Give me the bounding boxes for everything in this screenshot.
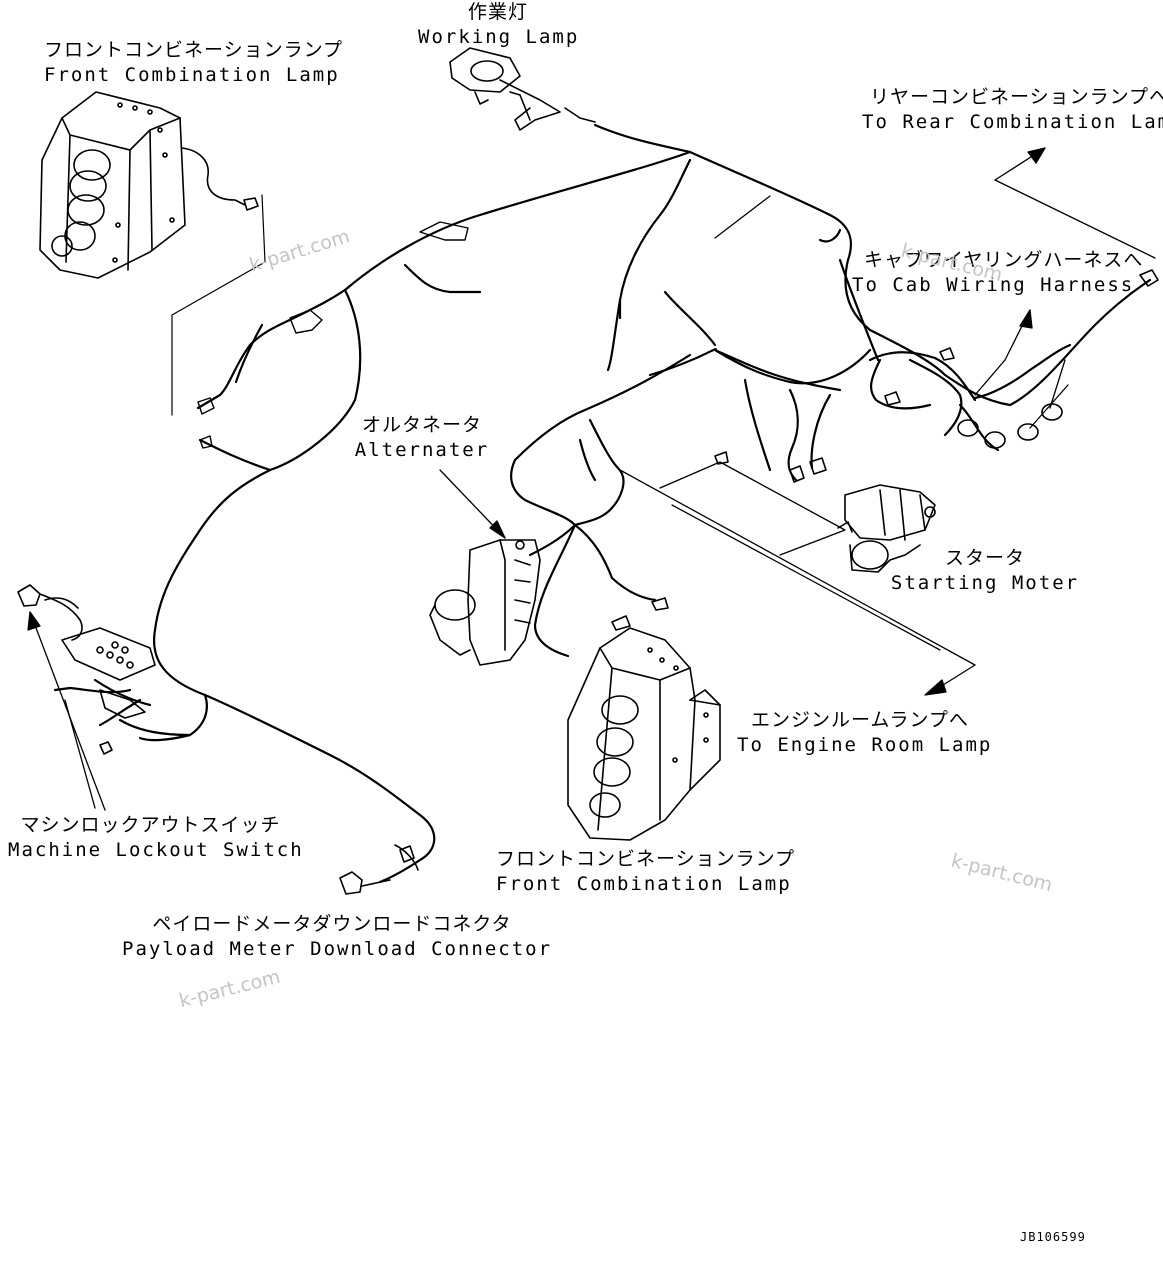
rear-combination-lamp-jp: リヤーコンビネーションランプへ bbox=[870, 86, 1163, 108]
engine-room-lamp-en: To Engine Room Lamp bbox=[737, 734, 993, 756]
engine-room-lamp-label: エンジンルームランプへ To Engine Room Lamp bbox=[737, 708, 992, 758]
front-combination-lamp-left-drawing bbox=[40, 92, 258, 278]
payload-connector-drawing bbox=[340, 845, 418, 894]
machine-lockout-switch-en: Machine Lockout Switch bbox=[8, 839, 304, 861]
engine-room-lamp-jp: エンジンルームランプへ bbox=[751, 709, 969, 731]
machine-lockout-switch-label: マシンロックアウトスイッチ Machine Lockout Switch bbox=[8, 813, 304, 863]
leader-lines bbox=[28, 148, 1155, 810]
cab-wiring-harness-en: To Cab Wiring Harness bbox=[852, 274, 1135, 296]
alternator-jp: オルタネータ bbox=[361, 414, 482, 436]
cab-wiring-harness-jp: キャブワイヤリングハーネスへ bbox=[864, 249, 1144, 271]
starting-motor-label: スタータ Starting Moter bbox=[890, 546, 1080, 596]
front-combination-lamp-left-en: Front Combination Lamp bbox=[44, 64, 340, 86]
working-lamp-jp: 作業灯 bbox=[467, 1, 528, 23]
rear-combination-lamp-label: リヤーコンビネーションランプへ To Rear Combination Lamp bbox=[862, 85, 1163, 135]
rear-combination-lamp-en: To Rear Combination Lamp bbox=[862, 111, 1163, 133]
working-lamp-label: 作業灯 Working Lamp bbox=[418, 0, 578, 50]
front-combination-lamp-right-label: フロントコンビネーションランプ Front Combination Lamp bbox=[496, 847, 795, 897]
payload-connector-en: Payload Meter Download Connector bbox=[122, 938, 553, 960]
alternator-drawing bbox=[430, 540, 540, 665]
front-combination-lamp-left-label: フロントコンビネーションランプ Front Combination Lamp bbox=[44, 38, 343, 88]
main-harness bbox=[154, 125, 1150, 695]
starting-motor-drawing bbox=[838, 485, 935, 572]
front-combination-lamp-left-jp: フロントコンビネーションランプ bbox=[44, 39, 344, 61]
working-lamp-drawing bbox=[450, 48, 595, 130]
starting-motor-jp: スタータ bbox=[944, 547, 1025, 569]
working-lamp-en: Working Lamp bbox=[418, 26, 580, 48]
front-combination-lamp-right-drawing bbox=[568, 598, 720, 840]
machine-lockout-switch-jp: マシンロックアウトスイッチ bbox=[20, 814, 281, 836]
drawing-code: JB106599 bbox=[1020, 1230, 1086, 1244]
starting-motor-en: Starting Moter bbox=[890, 572, 1080, 594]
front-combination-lamp-right-en: Front Combination Lamp bbox=[496, 873, 792, 895]
payload-connector-label: ペイロードメータダウンロードコネクタ Payload Meter Downloa… bbox=[122, 912, 553, 962]
payload-connector-jp: ペイロードメータダウンロードコネクタ bbox=[152, 913, 512, 935]
alternator-en: Alternater bbox=[354, 439, 490, 461]
machine-lockout-switch-drawing bbox=[18, 585, 155, 754]
front-combination-lamp-right-jp: フロントコンビネーションランプ bbox=[496, 848, 796, 870]
alternator-label: オルタネータ Alternater bbox=[352, 413, 492, 463]
cab-wiring-harness-label: キャブワイヤリングハーネスへ To Cab Wiring Harness bbox=[852, 248, 1143, 298]
